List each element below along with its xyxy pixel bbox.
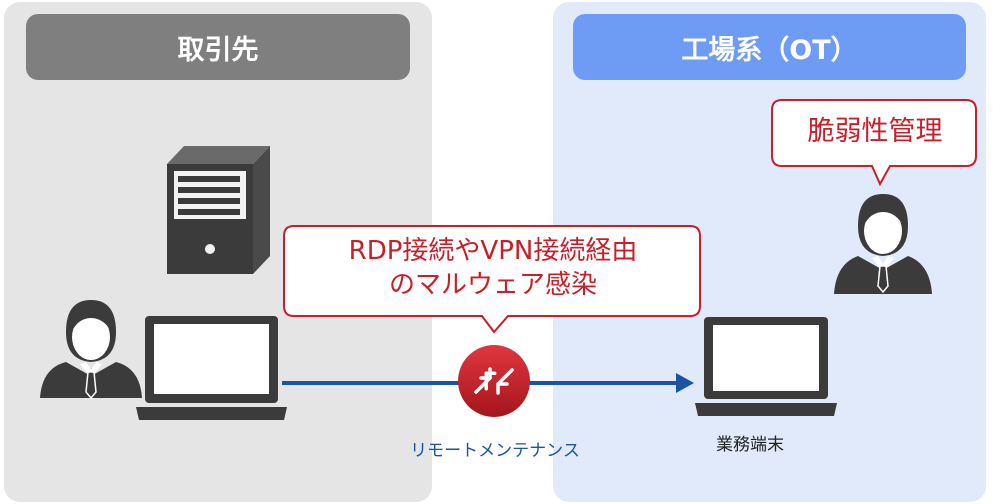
person-icon bbox=[40, 300, 142, 400]
laptop-icon bbox=[136, 316, 287, 420]
person-icon bbox=[834, 194, 932, 294]
infection-bubble-text: RDP接続やVPN接続経由 のマルウェア感染 bbox=[285, 234, 701, 302]
partner-zone-header: 取引先 bbox=[26, 14, 410, 80]
vulnerability-bubble-text: 脆弱性管理 bbox=[807, 116, 943, 147]
laptop-icon bbox=[695, 317, 837, 416]
vulnerability-bubble bbox=[771, 99, 977, 187]
remote-maintenance-label: リモートメンテナンス bbox=[410, 441, 580, 461]
ot-zone-header: 工場系（OT） bbox=[573, 14, 966, 80]
server-icon bbox=[167, 146, 270, 274]
remote-connection-icon bbox=[458, 345, 530, 417]
business-terminal-label: 業務端末 bbox=[716, 435, 784, 455]
infection-text-line-2: のマルウェア感染 bbox=[388, 270, 597, 300]
ot-zone: 工場系（OT） bbox=[553, 2, 986, 502]
infection-bubble bbox=[283, 225, 701, 334]
infection-text-line-1: RDP接続やVPN接続経由 bbox=[348, 236, 638, 266]
